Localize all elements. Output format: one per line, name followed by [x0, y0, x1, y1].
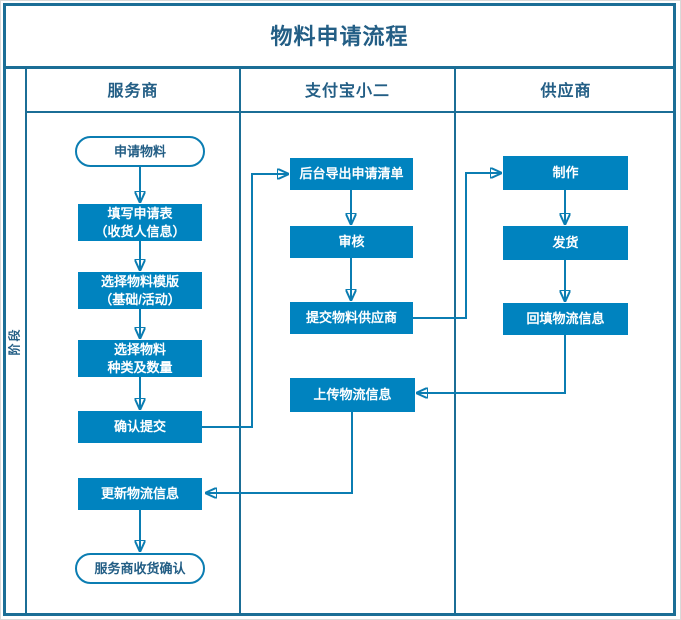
lane-header-service-provider: 服务商: [107, 83, 159, 100]
flow-node-review: 审核: [290, 226, 413, 258]
flow-node-choose-type-quantity: 选择物料 种类及数量: [78, 340, 202, 377]
phase-column: 阶段: [3, 66, 25, 616]
lane-header-alipay-staff: 支付宝小二: [304, 83, 390, 100]
title-separator-line: [3, 66, 676, 69]
phase-column-divider: [25, 66, 27, 616]
lane-divider-2: [454, 66, 456, 616]
flow-node-confirm-submit: 确认提交: [78, 411, 202, 443]
flow-node-upload-logistics-info: 上传物流信息: [290, 378, 415, 412]
flow-node-apply-material: 申请物料: [75, 136, 205, 167]
phase-label: 阶段: [7, 326, 22, 356]
flow-node-fill-application-form: 填写申请表 （收货人信息）: [78, 204, 202, 241]
flow-node-receive-confirmation: 服务商收货确认: [75, 553, 205, 584]
flow-node-produce: 制作: [503, 156, 628, 190]
diagram-frame: [3, 3, 676, 616]
flow-node-choose-material-template: 选择物料模版 （基础/活动）: [78, 272, 202, 309]
flow-node-backfill-logistics-info: 回填物流信息: [503, 303, 628, 335]
lane-header-supplier: 供应商: [540, 83, 592, 100]
diagram-title: 物料申请流程: [270, 23, 409, 49]
lane-divider-1: [239, 66, 241, 616]
flow-node-export-application-list: 后台导出申请清单: [290, 158, 413, 190]
flow-node-ship: 发货: [503, 226, 628, 260]
header-separator-line: [26, 111, 676, 113]
flow-node-update-logistics-info: 更新物流信息: [78, 478, 202, 510]
flow-node-submit-to-supplier: 提交物料供应商: [290, 302, 413, 334]
